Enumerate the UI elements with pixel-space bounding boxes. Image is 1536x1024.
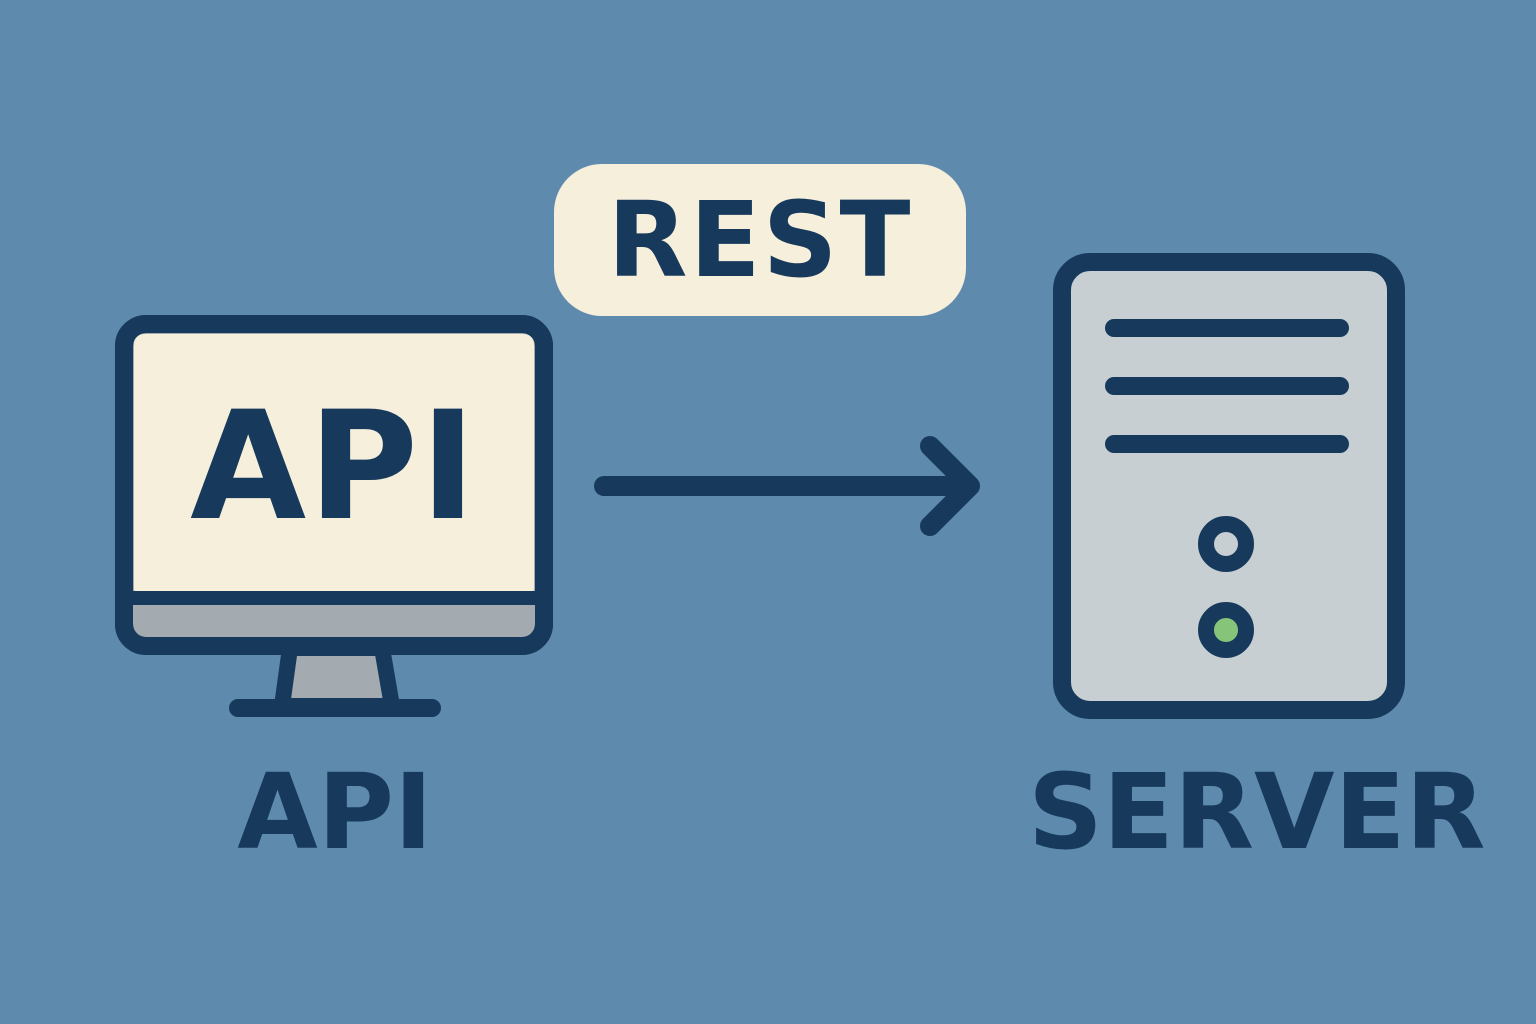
arrow-head xyxy=(920,436,980,536)
monitor-screen-text: API xyxy=(190,380,478,554)
monitor-frame-outline xyxy=(115,315,553,655)
monitor-screen xyxy=(134,334,534,598)
rest-label: REST xyxy=(607,179,913,301)
server-indicator-off xyxy=(1198,516,1254,572)
monitor-stand-neck xyxy=(274,640,400,714)
server-indicator-on xyxy=(1198,602,1254,658)
computer-monitor-icon xyxy=(115,315,553,717)
rest-badge: REST xyxy=(554,164,966,316)
client-caption: API xyxy=(237,751,433,873)
server-tower-icon xyxy=(1053,253,1405,719)
arrow-right-icon xyxy=(594,436,980,536)
server-caption: SERVER xyxy=(1028,751,1486,873)
server-case xyxy=(1053,253,1405,719)
